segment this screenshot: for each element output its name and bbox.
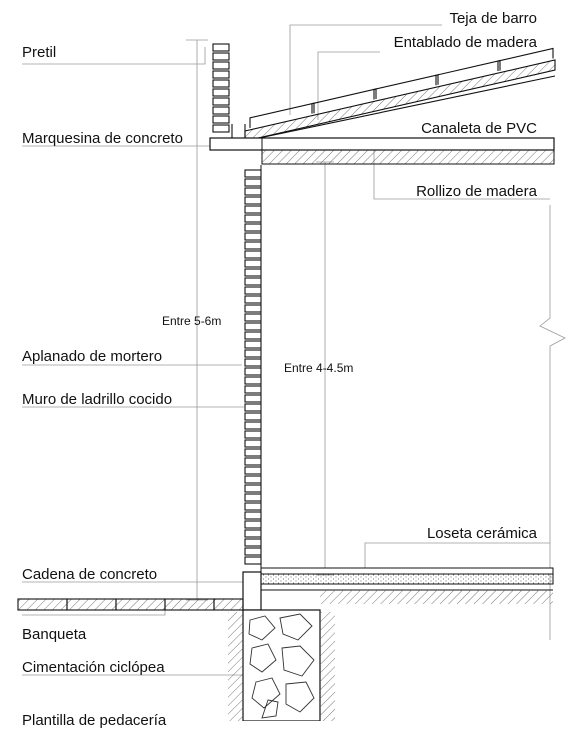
wall-brick — [244, 439, 262, 448]
parapet-bricks — [212, 43, 230, 133]
wall-brick — [244, 331, 262, 340]
pvc-gutter — [231, 124, 246, 139]
parapet-brick — [212, 61, 230, 70]
wall-brick — [244, 484, 262, 493]
wall-brick — [244, 430, 262, 439]
wall-brick — [244, 304, 262, 313]
wall-brick — [244, 403, 262, 412]
wall-brick — [244, 493, 262, 502]
wall-brick — [244, 196, 262, 205]
wall-brick — [244, 268, 262, 277]
sidewalk-segment — [17, 598, 68, 611]
sidewalk-segment — [213, 598, 244, 611]
wall-brick — [244, 448, 262, 457]
label-marquesina: Marquesina de concreto — [22, 130, 183, 147]
wall-brick — [244, 223, 262, 232]
label-loseta: Loseta cerámica — [426, 525, 537, 542]
clay-tile — [249, 102, 315, 128]
parapet-brick — [212, 106, 230, 115]
wall-brick — [244, 322, 262, 331]
foundation-stones — [248, 613, 315, 719]
floor-layers — [260, 567, 554, 604]
parapet-brick — [212, 97, 230, 106]
stone-foundation — [242, 609, 321, 722]
wall-brick — [244, 187, 262, 196]
label-banqueta: Banqueta — [22, 626, 87, 643]
clay-tile — [435, 59, 501, 86]
wall-brick — [244, 511, 262, 520]
wall-brick — [244, 367, 262, 376]
wall-brick — [244, 295, 262, 304]
wall-brick — [244, 241, 262, 250]
wall-brick — [244, 385, 262, 394]
parapet-brick — [212, 88, 230, 97]
wall-brick — [244, 538, 262, 547]
wall-bricks — [244, 169, 262, 565]
wall-brick — [244, 214, 262, 223]
wall-brick — [244, 412, 262, 421]
parapet-brick — [212, 43, 230, 52]
label-entre-4-45m: Entre 4-4.5m — [284, 361, 354, 375]
concrete-chain-beam — [242, 571, 262, 611]
wall-brick — [244, 394, 262, 403]
clay-tile — [311, 88, 377, 114]
wall-brick — [244, 178, 262, 187]
wall-brick — [244, 358, 262, 367]
parapet-brick — [212, 115, 230, 124]
parapet-brick — [212, 70, 230, 79]
label-cadena: Cadena de concreto — [22, 566, 158, 583]
wall-brick — [244, 286, 262, 295]
clay-tiles — [249, 47, 554, 128]
wall-brick — [244, 205, 262, 214]
clay-tile — [373, 74, 439, 100]
wall-brick — [244, 232, 262, 241]
clay-tile — [497, 47, 554, 72]
sidewalk-segment — [66, 598, 117, 611]
wall-brick — [244, 520, 262, 529]
wall-brick — [244, 457, 262, 466]
parapet-brick — [212, 124, 230, 133]
label-entre-5-6m: Entre 5-6m — [162, 314, 222, 328]
wall-brick — [244, 340, 262, 349]
label-entablado: Entablado de madera — [393, 34, 537, 51]
wall-brick — [244, 421, 262, 430]
timber-purlin — [261, 149, 555, 165]
wall-brick — [244, 547, 262, 556]
wall-brick — [244, 259, 262, 268]
wall-brick — [244, 556, 262, 565]
parapet-brick — [212, 52, 230, 61]
sidewalk — [17, 598, 244, 611]
wall-brick — [244, 313, 262, 322]
sidewalk-segment — [164, 598, 215, 611]
wall-brick — [244, 466, 262, 475]
label-aplanado: Aplanado de mortero — [22, 348, 163, 365]
label-canaleta: Canaleta de PVC — [421, 120, 537, 137]
label-cimentacion: Cimentación ciclópea — [22, 659, 165, 676]
label-pretil: Pretil — [22, 44, 57, 61]
label-muro: Muro de ladrillo cocido — [22, 391, 173, 408]
parapet-brick — [212, 79, 230, 88]
wall-brick — [244, 529, 262, 538]
wall-brick — [244, 250, 262, 259]
wall-brick — [244, 169, 262, 178]
wall-brick — [244, 277, 262, 286]
break-line — [539, 205, 566, 640]
wall-brick — [244, 349, 262, 358]
sidewalk-segment — [115, 598, 166, 611]
label-teja: Teja de barro — [449, 10, 537, 27]
wall-brick — [244, 475, 262, 484]
wall-brick — [244, 502, 262, 511]
label-rollizo: Rollizo de madera — [416, 183, 537, 200]
wall-brick — [244, 376, 262, 385]
